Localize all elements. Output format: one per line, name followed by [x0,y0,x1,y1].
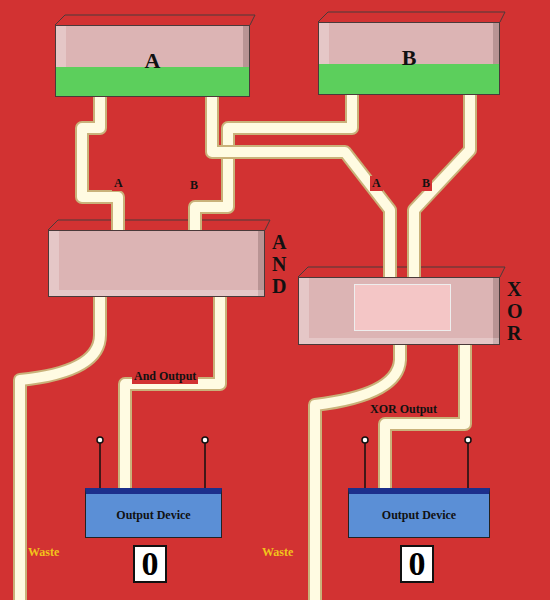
and-tank: AND [48,230,265,297]
pipe-stroke [82,97,118,230]
node-text: A [145,48,161,74]
pipe-label: B [188,178,200,193]
pipe-stroke [414,95,470,277]
pipe [414,95,470,277]
output-device: Output Device [85,488,222,538]
waste-label: Waste [262,545,293,560]
node-text: 0 [142,547,159,581]
node-text: 0 [409,547,426,581]
pipe-label: And Output [132,369,198,384]
waste-pipe [20,297,100,600]
waste-pipe [20,297,100,600]
antennas [97,437,471,488]
output-value: 0 [400,545,434,583]
pipe-label: XOR Output [368,402,439,417]
node-text: B [402,45,417,71]
tank-a: A [55,25,250,97]
pipe-stroke [125,297,220,488]
inner-tank [354,284,451,331]
pipe-label: A [370,176,383,191]
node-text: Output Device [116,508,190,523]
pipe-stroke [414,95,470,277]
pipe-stroke [125,297,220,488]
gate-label: XOR [507,278,527,344]
pipe-stroke [82,97,118,230]
waste-label: Waste [28,545,59,560]
gate-label: AND [272,231,292,297]
xor-tank: XOR [298,277,500,345]
pipe-label: B [420,176,432,191]
pipe [125,297,220,488]
node-text: Output Device [382,508,456,523]
pipe [82,97,118,230]
output-value: 0 [133,545,167,583]
pipe-label: A [112,176,125,191]
output-device: Output Device [348,488,490,538]
tank-b: B [318,22,500,95]
